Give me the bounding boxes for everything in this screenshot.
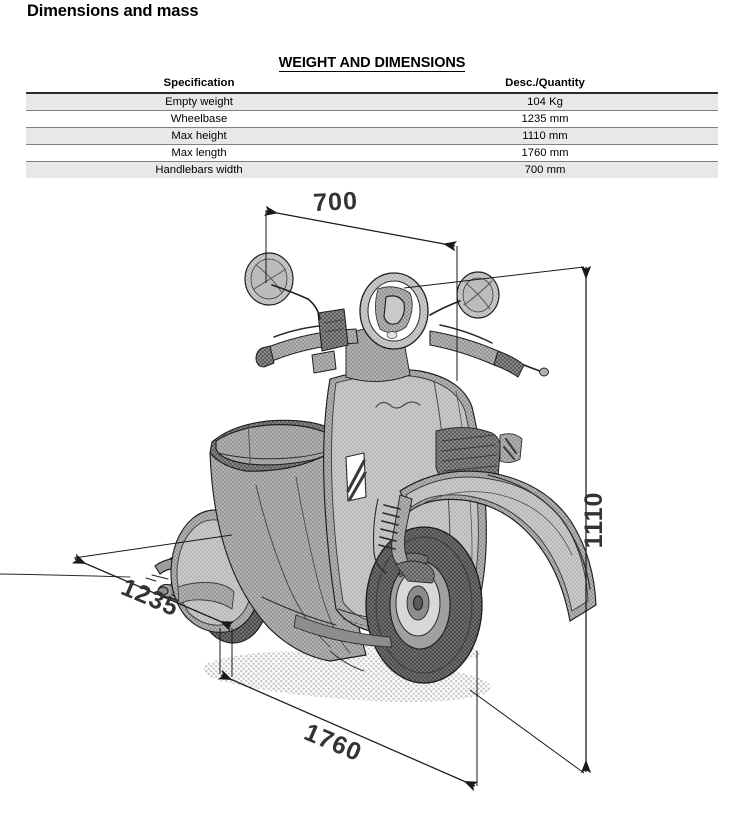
cell-value: 104 Kg — [372, 93, 718, 111]
cell-specification: Max length — [26, 144, 372, 162]
left-mirror — [244, 252, 321, 320]
table-row: Max height 1110 mm — [26, 127, 718, 145]
cell-value: 1760 mm — [372, 144, 718, 162]
page-title: Dimensions and mass — [27, 2, 199, 20]
table-row: Max length 1760 mm — [26, 144, 718, 162]
right-mirror — [429, 271, 500, 319]
scooter-dimension-drawing: 700 1110 1235 — [0, 185, 743, 820]
table-row: Wheelbase 1235 mm — [26, 110, 718, 128]
dimension-700-handlebars-width: 700 — [263, 187, 458, 381]
headlamp-nacelle — [359, 272, 429, 350]
spec-table-title-text: WEIGHT AND DIMENSIONS — [278, 55, 466, 72]
cell-specification: Empty weight — [26, 93, 372, 111]
table-row: Empty weight 104 Kg — [26, 93, 718, 111]
table-header-row: Specification Desc./Quantity — [26, 76, 718, 94]
seat — [209, 419, 344, 473]
cell-specification: Handlebars width — [26, 161, 372, 178]
cell-value: 1235 mm — [372, 110, 718, 128]
cell-specification: Max height — [26, 127, 372, 145]
front-suspension — [372, 494, 435, 584]
dimension-label-1110: 1110 — [580, 492, 608, 549]
running-board — [261, 596, 393, 648]
dimension-1110-max-height: 1110 — [403, 265, 608, 774]
cell-specification: Wheelbase — [26, 110, 372, 128]
table-row: Handlebars width 700 mm — [26, 161, 718, 178]
handlebars — [255, 308, 549, 378]
spec-table: Specification Desc./Quantity Empty weigh… — [26, 76, 718, 178]
scooter-illustration — [0, 252, 597, 684]
column-header-quantity: Desc./Quantity — [372, 76, 718, 94]
front-wheel — [365, 526, 483, 684]
column-header-specification: Specification — [26, 76, 372, 94]
dimension-label-700: 700 — [313, 187, 359, 217]
dimension-label-1760: 1760 — [300, 718, 366, 767]
spec-table-block: WEIGHT AND DIMENSIONS Specification Desc… — [26, 55, 718, 178]
cell-value: 700 mm — [372, 161, 718, 178]
cell-value: 1110 mm — [372, 127, 718, 145]
spec-table-title: WEIGHT AND DIMENSIONS — [26, 55, 718, 72]
